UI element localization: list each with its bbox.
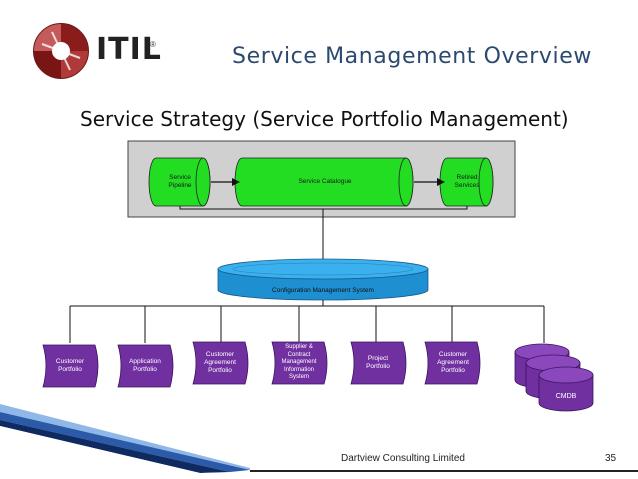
portfolio-project-shape	[350, 341, 407, 385]
slide-subtitle: Service Strategy (Service Portfolio Mana…	[80, 107, 569, 131]
arrow-pipeline-to-catalogue	[211, 178, 240, 186]
decorative-swoosh	[0, 404, 250, 479]
service-pipeline-cylinder	[148, 157, 211, 207]
portfolio-supplier-contract-shape	[271, 341, 328, 385]
slide-title: Service Management Overview	[232, 44, 592, 69]
portfolio-customer-shape	[42, 344, 99, 388]
cms-disc	[217, 258, 429, 301]
arrow-catalogue-to-retired	[414, 178, 445, 186]
cmdb-cylinder-stack	[514, 343, 594, 412]
footer-page-number: 35	[605, 453, 617, 464]
service-catalogue-cylinder	[234, 157, 414, 207]
logo-text: ITIL	[96, 32, 162, 67]
portfolio-application-shape	[117, 344, 174, 388]
retired-services-cylinder	[439, 157, 494, 207]
portfolio-customer-agreement-shape	[192, 341, 249, 385]
portfolio-tree-lines	[69, 300, 545, 343]
footer-organization: Dartview Consulting Limited	[341, 453, 465, 464]
portfolio-customer-agreement-2-shape	[424, 341, 481, 385]
logo-registered-mark: ®	[150, 40, 156, 49]
itil-logo-icon	[33, 23, 89, 79]
